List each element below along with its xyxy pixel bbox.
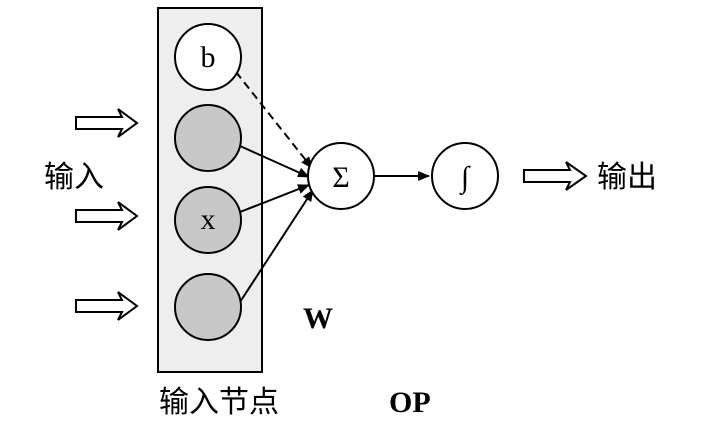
bias-label: b <box>201 41 216 74</box>
input-label: 输入 <box>44 161 104 194</box>
node-4-connection <box>239 189 314 303</box>
activation-node <box>431 142 499 210</box>
input-nodes-label: 输入节点 <box>159 386 279 419</box>
weight-label: W <box>303 302 333 335</box>
input-node-2 <box>174 104 242 172</box>
op-label: OP <box>389 386 431 419</box>
output-arrow <box>523 161 588 191</box>
output-label: 输出 <box>597 161 657 194</box>
node-2-connection <box>239 145 310 178</box>
activation-symbol: ∫ <box>459 161 471 196</box>
bias-node <box>174 23 242 91</box>
input-node-x <box>174 186 242 254</box>
input-arrow-2 <box>75 201 139 231</box>
sum-symbol: Σ <box>332 161 349 194</box>
input-arrow-3 <box>75 291 139 321</box>
input-arrow-1 <box>75 108 139 138</box>
input-node-4 <box>174 273 242 341</box>
x-connection <box>239 184 310 213</box>
x-label: x <box>201 203 216 236</box>
bias-connection <box>235 71 313 169</box>
